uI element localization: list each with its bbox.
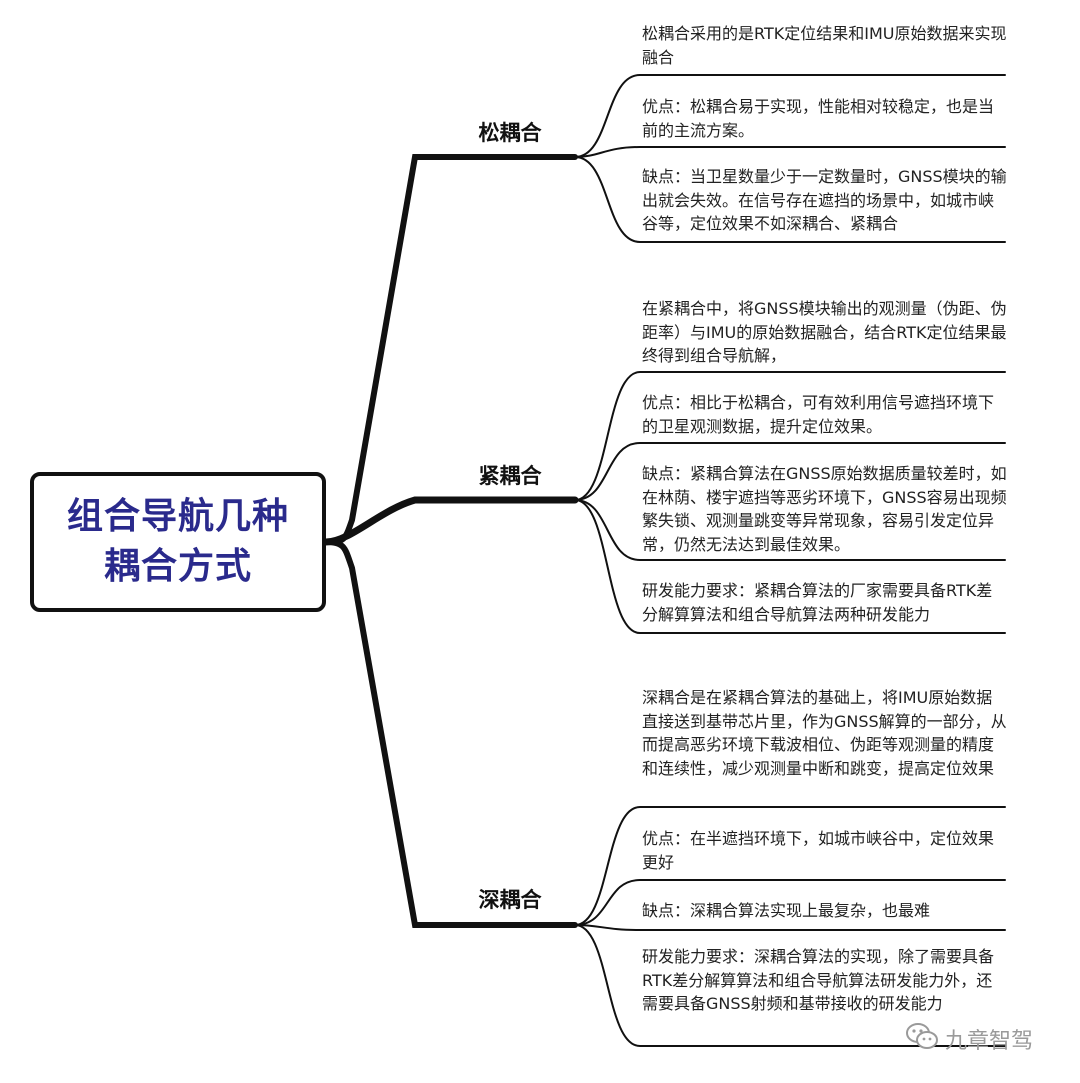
leaf-jinouhe-2: 优点：相比于松耦合，可有效利用信号遮挡环境下的卫星观测数据，提升定位效果。	[642, 393, 995, 436]
leaf-shenouhe-4: 研发能力要求：深耦合算法的实现，除了需要具备RTK差分解算算法和组合导航算法研发…	[642, 947, 995, 1013]
leaf-songouhe-2: 优点：松耦合易于实现，性能相对较稳定，也是当前的主流方案。	[642, 97, 995, 140]
leaf-songouhe-3: 缺点：当卫星数量少于一定数量时，GNSS模块的输出就会失效。在信号存在遮挡的场景…	[642, 167, 1007, 233]
connector-jinouhe-leaf-4	[574, 499, 1006, 634]
connector-jinouhe-leaf-1	[574, 371, 1006, 501]
branch-label-songouhe: 松耦合	[478, 121, 542, 145]
root-node-label: 组合导航几种耦合方式	[66, 496, 289, 587]
leaf-shenouhe-1: 深耦合是在紧耦合算法的基础上，将IMU原始数据直接送到基带芯片里，作为GNSS解…	[642, 688, 1007, 778]
watermark: 九章智驾	[905, 1022, 1033, 1056]
wechat-icon	[905, 1022, 939, 1056]
leaf-shenouhe-2: 优点：在半遮挡环境下，如城市峡谷中，定位效果更好	[642, 829, 995, 872]
leaf-shenouhe-3: 缺点：深耦合算法实现上最复杂，也最难	[642, 901, 931, 920]
connector-root-to-shenouhe	[323, 539, 578, 928]
connector-shenouhe-leaf-2	[574, 879, 1006, 926]
connector-shenouhe-leaf-1	[574, 806, 1006, 926]
connector-shenouhe-leaf-3	[574, 924, 1006, 931]
watermark-text: 九章智驾	[945, 1029, 1034, 1054]
root-node: 组合导航几种耦合方式	[30, 472, 326, 612]
connector-songouhe-leaf-3	[574, 156, 1006, 243]
leaf-jinouhe-1: 在紧耦合中，将GNSS模块输出的观测量（伪距、伪距率）与IMU的原始数据融合，结…	[642, 299, 1007, 365]
connector-songouhe-leaf-1	[574, 74, 1006, 158]
connector-jinouhe-leaf-2	[574, 442, 1006, 501]
branch-label-jinouhe: 紧耦合	[478, 464, 542, 488]
leaf-jinouhe-3: 缺点：紧耦合算法在GNSS原始数据质量较差时，如在林荫、楼宇遮挡等恶劣环境下，G…	[642, 464, 1007, 554]
connector-jinouhe-leaf-3	[574, 499, 1006, 561]
branch-label-shenouhe: 深耦合	[478, 888, 542, 912]
connector-songouhe-leaf-2	[574, 146, 1006, 158]
leaf-jinouhe-4: 研发能力要求：紧耦合算法的厂家需要具备RTK差分解算算法和组合导航算法两种研发能…	[642, 581, 993, 624]
leaf-songouhe-1: 松耦合采用的是RTK定位结果和IMU原始数据来实现融合	[642, 24, 1007, 67]
connector-root-to-jinouhe	[322, 496, 579, 546]
connector-shenouhe-leaf-4	[574, 924, 1006, 1047]
